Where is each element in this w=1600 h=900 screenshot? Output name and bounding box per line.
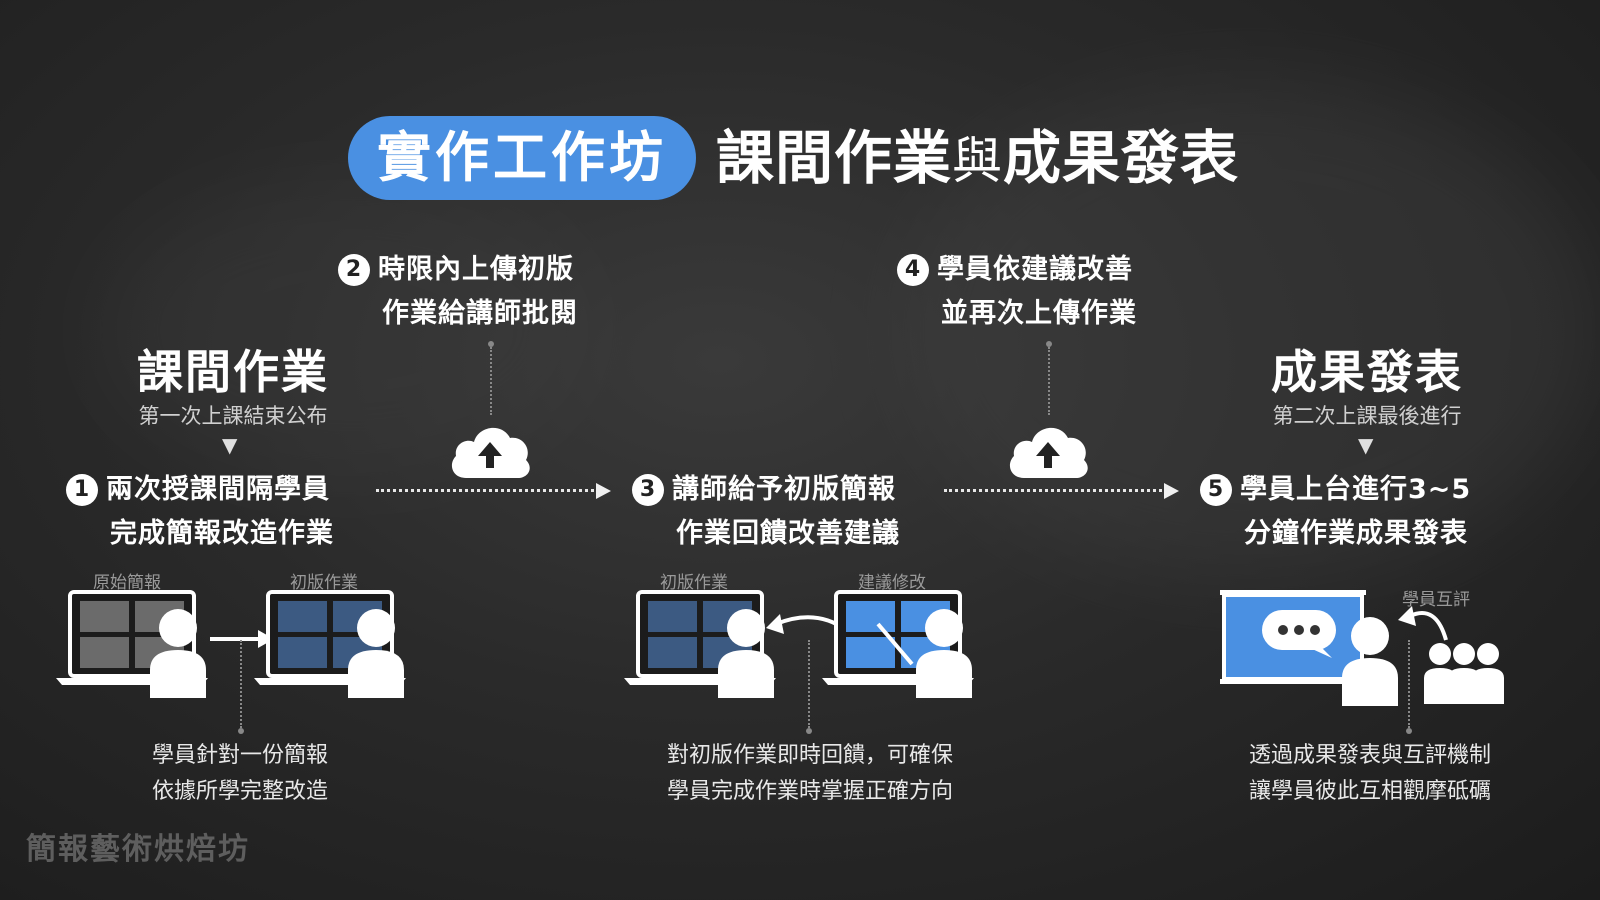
connector-line (1048, 347, 1050, 415)
title-part-homework: 課間作業 (716, 124, 953, 192)
down-triangle-icon: ▼ (1358, 433, 1374, 457)
step-line: 兩次授課間隔學員 (106, 474, 330, 505)
step-line: 學員上台進行3~5 (1240, 474, 1472, 505)
section-title-presentation: 成果發表 (1271, 345, 1463, 399)
note-line: 依據所學完整改造 (151, 779, 328, 804)
step-2: 2 時限內上傳初版 作業給講師批閱 (338, 248, 578, 336)
section-title-homework: 課間作業 (137, 345, 329, 399)
title-conjunction: 與 (952, 132, 1004, 190)
connector-line (490, 347, 492, 415)
connector-dot (806, 728, 812, 734)
step-line: 完成簡報改造作業 (110, 518, 334, 549)
note-line: 學員完成作業時掌握正確方向 (666, 779, 953, 804)
note-line: 對初版作業即時回饋，可確保 (666, 743, 953, 768)
illustration-presentation (1220, 590, 1504, 706)
note-revision: 學員針對一份簡報 依據所學完整改造 (100, 738, 380, 810)
section-subtitle-homework: 第一次上課結束公布 (138, 404, 328, 428)
connector-dot (488, 341, 494, 347)
section-subtitle-presentation: 第二次上課最後進行 (1272, 404, 1462, 428)
connector-dot (1046, 341, 1052, 347)
arrow-right-icon (1164, 483, 1179, 499)
page-title: 課間作業與成果發表 (716, 118, 1239, 201)
person-icon (1342, 617, 1398, 706)
step-1: 1 兩次授課間隔學員 完成簡報改造作業 (66, 468, 334, 556)
down-triangle-icon: ▼ (222, 433, 238, 457)
caption-original: 原始簡報 (93, 573, 161, 593)
speech-bubble-icon (1262, 610, 1336, 658)
step-line: 作業回饋改善建議 (676, 518, 900, 549)
background-blur (100, 180, 600, 480)
step-line: 分鐘作業成果發表 (1244, 518, 1468, 549)
arrow-right-icon (210, 630, 274, 648)
background-blur (900, 80, 1600, 580)
flow-arrow-line (944, 489, 1162, 492)
connector-dot (1406, 728, 1412, 734)
step-line: 並再次上傳作業 (941, 298, 1137, 329)
note-peer-review: 透過成果發表與互評機制 讓學員彼此互相觀摩砥礪 (1220, 738, 1520, 810)
brand-watermark: 簡報藝術烘焙坊 (26, 832, 250, 867)
note-line: 透過成果發表與互評機制 (1248, 743, 1491, 768)
caption-suggest: 建議修改 (858, 573, 926, 593)
step-number-badge: 4 (897, 254, 929, 286)
step-5: 5 學員上台進行3~5 分鐘作業成果發表 (1200, 468, 1471, 556)
cloud-upload-icon (451, 427, 530, 478)
step-4: 4 學員依建議改善 並再次上傳作業 (897, 248, 1137, 336)
note-feedback: 對初版作業即時回饋，可確保 學員完成作業時掌握正確方向 (620, 738, 1000, 810)
connector-dot (238, 728, 244, 734)
caption-draft: 初版作業 (290, 573, 358, 593)
note-line: 讓學員彼此互相觀摩砥礪 (1248, 779, 1491, 804)
connector-line (1408, 640, 1410, 728)
curved-arrow-icon (1398, 606, 1448, 641)
step-line: 講師給予初版簡報 (672, 474, 896, 505)
step-number-badge: 3 (632, 474, 664, 506)
person-icon (150, 609, 206, 698)
person-icon (916, 609, 972, 698)
title-part-presentation: 成果發表 (1003, 124, 1240, 192)
step-3: 3 講師給予初版簡報 作業回饋改善建議 (632, 468, 900, 556)
title-badge: 實作工作坊 (348, 116, 696, 200)
cloud-upload-icon (1009, 427, 1088, 478)
person-icon (718, 609, 774, 698)
connector-line (240, 640, 242, 728)
illustration-revision (56, 590, 406, 698)
person-icon (348, 609, 404, 698)
step-number-badge: 2 (338, 254, 370, 286)
audience-icon (1424, 643, 1504, 704)
pointer-icon (876, 622, 914, 666)
step-line: 學員依建議改善 (937, 254, 1133, 285)
flow-arrow-line (376, 489, 594, 492)
connector-line (808, 640, 810, 728)
caption-draft: 初版作業 (660, 573, 728, 593)
caption-peer-review: 學員互評 (1402, 590, 1470, 610)
arrow-right-icon (596, 483, 611, 499)
step-number-badge: 5 (1200, 474, 1232, 506)
step-line: 時限內上傳初版 (378, 254, 574, 285)
illustration-feedback (624, 590, 974, 698)
note-line: 學員針對一份簡報 (151, 743, 328, 768)
step-number-badge: 1 (66, 474, 98, 506)
step-line: 作業給講師批閱 (382, 298, 578, 329)
